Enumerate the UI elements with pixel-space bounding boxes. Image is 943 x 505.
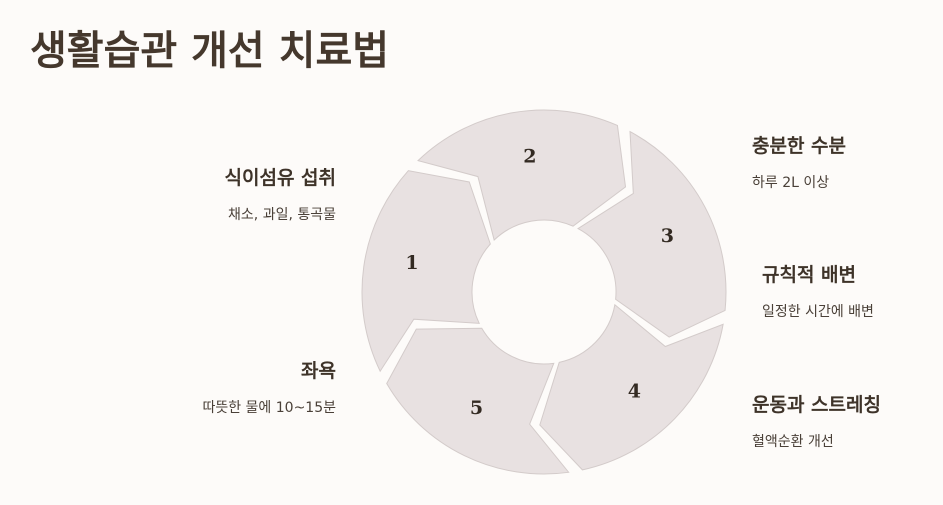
- step-number: 4: [628, 380, 641, 402]
- page-title: 생활습관 개선 치료법: [30, 28, 390, 74]
- cycle-segment-4: [539, 303, 724, 471]
- step-label-4: 운동과 스트레칭 혈액순환 개선: [752, 390, 881, 451]
- step-desc: 따뜻한 물에 10~15분: [202, 400, 336, 416]
- cycle-segment-3: [577, 130, 727, 338]
- step-desc: 일정한 시간에 배변: [762, 304, 874, 320]
- step-title: 좌욕: [301, 360, 336, 382]
- cycle-segment-1: [361, 170, 491, 373]
- step-number: 3: [661, 225, 674, 247]
- step-title: 식이섬유 섭취: [224, 167, 337, 189]
- cycle-segment-5: [386, 327, 570, 475]
- step-desc: 하루 2L 이상: [752, 175, 830, 191]
- step-label-3: 규칙적 배변 일정한 시간에 배변: [762, 260, 874, 321]
- cycle-segment-2: [417, 109, 627, 241]
- step-number: 5: [470, 397, 483, 419]
- step-title: 규칙적 배변: [762, 264, 857, 286]
- step-desc: 혈액순환 개선: [752, 434, 834, 450]
- step-title: 충분한 수분: [752, 135, 847, 157]
- step-label-2: 충분한 수분 하루 2L 이상: [752, 131, 846, 192]
- step-number: 1: [405, 252, 418, 274]
- step-number: 2: [523, 146, 536, 168]
- step-desc: 채소, 과일, 통곡물: [228, 207, 336, 223]
- step-label-1: 식이섬유 섭취 채소, 과일, 통곡물: [225, 163, 337, 224]
- step-label-5: 좌욕 따뜻한 물에 10~15분: [202, 356, 336, 417]
- step-title: 운동과 스트레칭: [752, 394, 881, 416]
